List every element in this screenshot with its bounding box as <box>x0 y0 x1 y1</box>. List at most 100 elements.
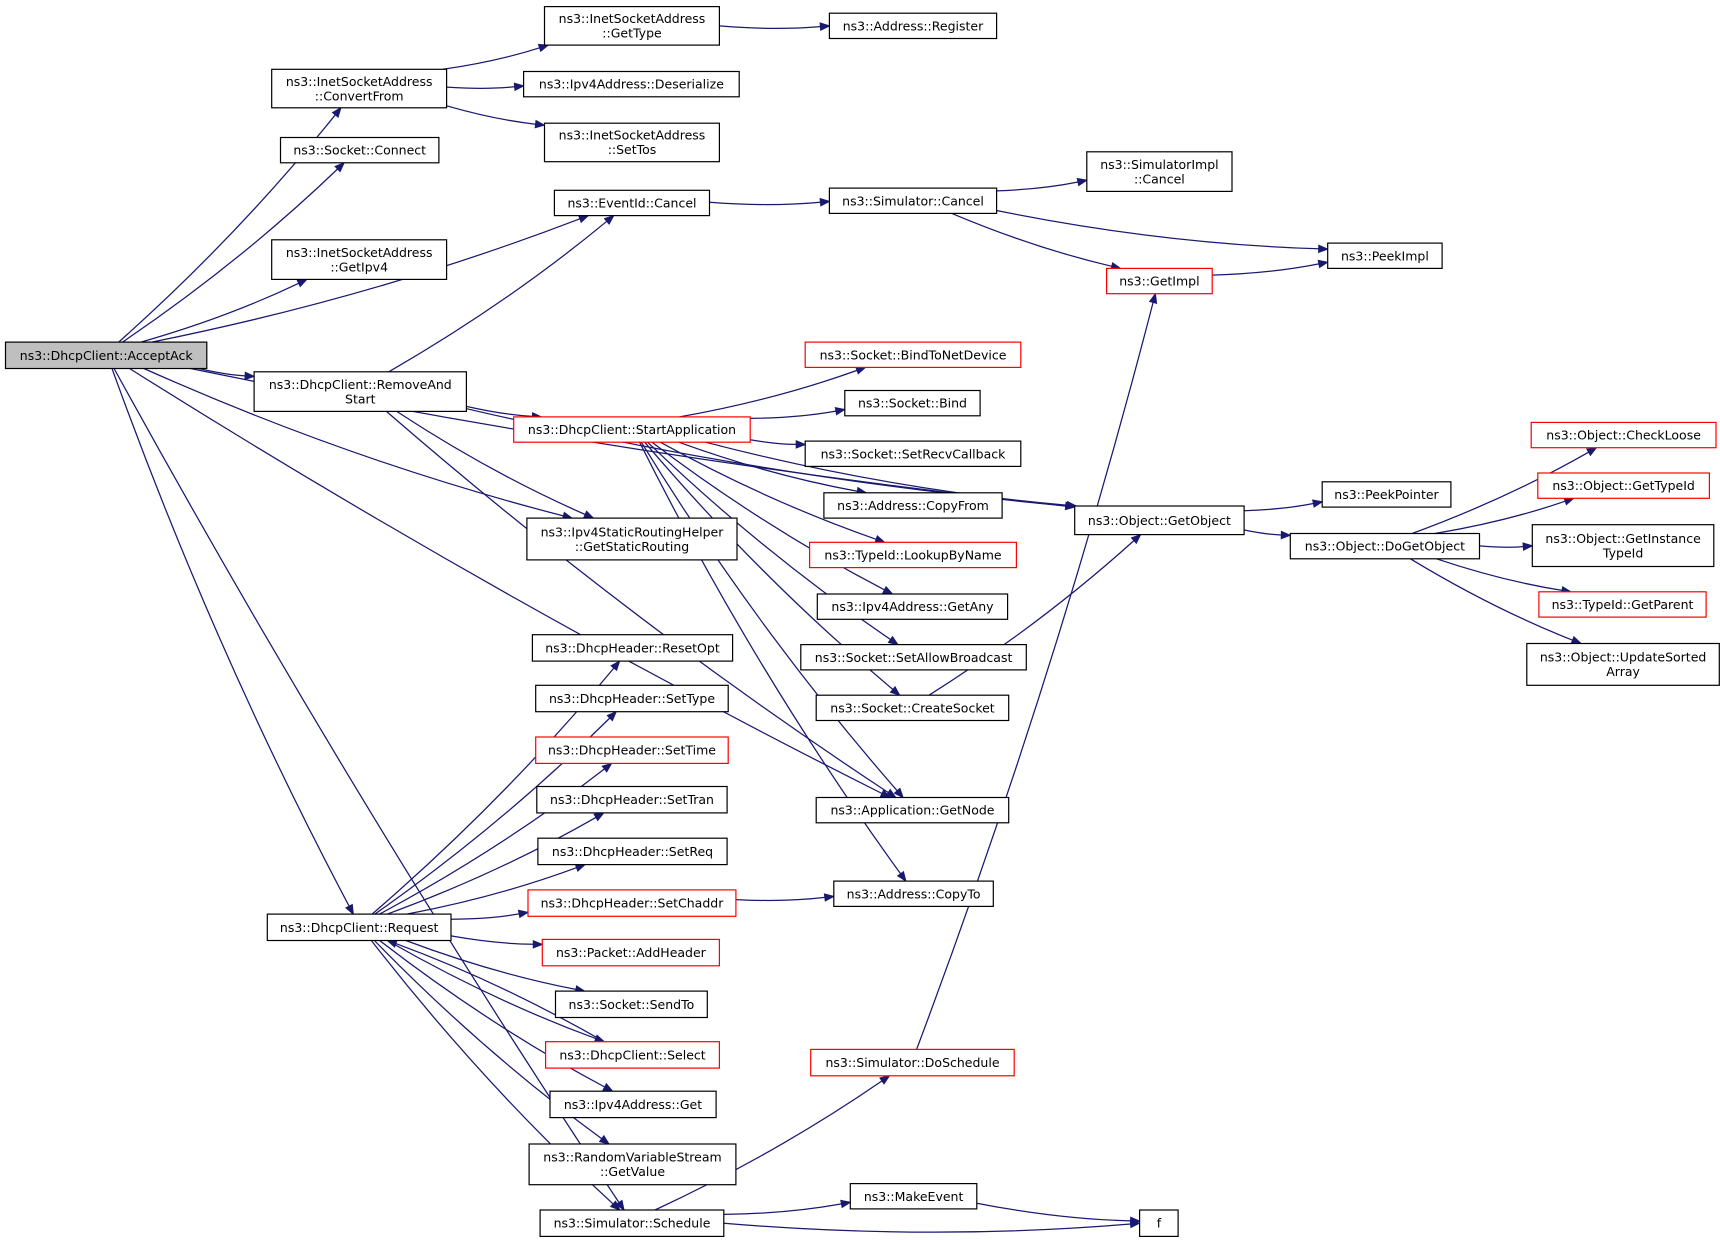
node-socket-bind[interactable]: ns3::Socket::Bind <box>844 389 981 417</box>
node-addr-copyfrom[interactable]: ns3::Address::CopyFrom <box>823 492 1003 519</box>
node-ipv4-getany[interactable]: ns3::Ipv4Address::GetAny <box>816 593 1009 620</box>
node-label: TypeId <box>1602 545 1643 560</box>
node-box <box>828 12 998 40</box>
node-setchaddr[interactable]: ns3::DhcpHeader::SetChaddr <box>527 889 737 917</box>
node-box <box>535 736 729 764</box>
edge-dogetobject-to-checkloose <box>1411 447 1598 535</box>
node-obj-gettypeid[interactable]: ns3::Object::GetTypeId <box>1537 472 1711 499</box>
node-inet-convertfrom[interactable]: ns3::InetSocketAddress::ConvertFrom <box>271 68 448 109</box>
node-sim-schedule[interactable]: ns3::Simulator::Schedule <box>539 1209 725 1237</box>
node-rvs-getvalue[interactable]: ns3::RandomVariableStream::GetValue <box>528 1143 737 1186</box>
edge-inet_convertfrom-to-ipv4_deserialize <box>446 82 525 92</box>
node-box <box>539 1209 725 1237</box>
node-box <box>1321 481 1452 508</box>
node-box <box>526 517 738 561</box>
node-inet-settos[interactable]: ns3::InetSocketAddress::SetTos <box>543 122 720 163</box>
node-sendto[interactable]: ns3::Socket::SendTo <box>554 990 708 1019</box>
node-box <box>543 5 720 46</box>
edge-removeandstart-to-eventid_cancel <box>388 214 615 373</box>
node-setreq[interactable]: ns3::DhcpHeader::SetReq <box>537 837 728 866</box>
edge-removeandstart-to-getstaticrouting <box>396 410 595 519</box>
node-sim-cancel[interactable]: ns3::Simulator::Cancel <box>828 187 998 215</box>
node-box <box>1086 151 1233 193</box>
node-label: ::GetStaticRouting <box>575 539 689 554</box>
node-settran[interactable]: ns3::DhcpHeader::SetTran <box>536 785 728 814</box>
node-ipv4-deserialize[interactable]: ns3::Ipv4Address::Deserialize <box>522 70 740 98</box>
node-box <box>279 136 440 164</box>
node-box <box>1526 642 1720 686</box>
edge-inet_gettype-to-addr_register <box>719 22 831 31</box>
node-bindtonetdevice[interactable]: ns3::Socket::BindToNetDevice <box>804 341 1022 369</box>
node-resetopt[interactable]: ns3::DhcpHeader::ResetOpt <box>531 634 734 662</box>
node-inet-getipv4[interactable]: ns3::InetSocketAddress::GetIpv4 <box>271 239 448 281</box>
node-f[interactable]: f <box>1138 1209 1179 1237</box>
node-dogetobject[interactable]: ns3::Object::DoGetObject <box>1289 532 1481 560</box>
node-addr-register[interactable]: ns3::Address::Register <box>828 12 998 40</box>
edge-removeandstart-to-app_getnode <box>385 410 897 799</box>
node-makeevent[interactable]: ns3::MakeEvent <box>849 1182 978 1210</box>
node-label: ::ConvertFrom <box>315 88 404 103</box>
node-eventid-cancel[interactable]: ns3::EventId::Cancel <box>553 189 711 217</box>
node-getstaticrouting[interactable]: ns3::Ipv4StaticRoutingHelper::GetStaticR… <box>526 517 738 561</box>
node-label: ns3::Simulator::Schedule <box>554 1216 711 1231</box>
node-startapplication[interactable]: ns3::DhcpClient::StartApplication <box>513 416 751 443</box>
node-box <box>553 189 711 217</box>
node-label: ns3::DhcpHeader::SetChaddr <box>541 896 725 911</box>
node-box <box>513 416 751 443</box>
node-label: ns3::Address::CopyFrom <box>837 498 989 513</box>
node-addr-copyto[interactable]: ns3::Address::CopyTo <box>833 880 994 907</box>
node-box <box>1327 242 1443 270</box>
node-peekpointer[interactable]: ns3::PeekPointer <box>1321 481 1452 508</box>
node-box <box>1074 505 1245 536</box>
node-settime[interactable]: ns3::DhcpHeader::SetTime <box>535 736 729 764</box>
node-label: ns3::Object::GetObject <box>1088 513 1231 528</box>
node-request[interactable]: ns3::DhcpClient::Request <box>266 913 452 942</box>
node-label: ns3::Simulator::Cancel <box>842 193 984 208</box>
node-settype[interactable]: ns3::DhcpHeader::SetType <box>535 684 729 713</box>
node-ipv4-get[interactable]: ns3::Ipv4Address::Get <box>549 1090 717 1119</box>
node-box <box>541 938 720 967</box>
node-box <box>1530 421 1717 449</box>
node-label: ns3::Address::CopyTo <box>847 886 981 901</box>
node-typeid-lookup[interactable]: ns3::TypeId::LookupByName <box>808 541 1017 569</box>
edge-createsocket-to-obj_getobject <box>928 533 1142 696</box>
edge-sim_schedule-to-makeevent <box>723 1199 852 1216</box>
node-box <box>537 837 728 866</box>
edge-request-to-addheader <box>450 935 544 949</box>
edge-accept_ack-to-sim_schedule <box>113 368 625 1212</box>
node-label: ns3::Ipv4StaticRoutingHelper <box>541 524 725 539</box>
node-socket-connect[interactable]: ns3::Socket::Connect <box>279 136 440 164</box>
node-label: ns3::Socket::SetRecvCallback <box>821 446 1006 461</box>
node-setrecvcallback[interactable]: ns3::Socket::SetRecvCallback <box>804 440 1022 468</box>
node-inet-gettype[interactable]: ns3::InetSocketAddress::GetType <box>543 5 720 46</box>
node-label: ns3::TypeId::GetParent <box>1552 597 1694 612</box>
node-createsocket[interactable]: ns3::Socket::CreateSocket <box>815 694 1010 722</box>
node-label: ns3::Address::Register <box>843 18 984 33</box>
edge-accept_ack-to-removeandstart <box>198 367 256 381</box>
node-box <box>810 1048 1015 1077</box>
node-checkloose[interactable]: ns3::Object::CheckLoose <box>1530 421 1717 449</box>
node-box <box>253 371 468 412</box>
node-setallowbroadcast[interactable]: ns3::Socket::SetAllowBroadcast <box>800 643 1027 671</box>
node-label: ns3::EventId::Cancel <box>567 196 696 211</box>
node-doschedule[interactable]: ns3::Simulator::DoSchedule <box>810 1048 1015 1077</box>
edge-obj_getobject-to-dogetobject <box>1243 529 1292 540</box>
node-accept-ack[interactable]: ns3::DhcpClient::AcceptAck <box>4 341 208 370</box>
node-peekimpl[interactable]: ns3::PeekImpl <box>1327 242 1443 270</box>
node-addheader[interactable]: ns3::Packet::AddHeader <box>541 938 720 967</box>
node-simimpl-cancel[interactable]: ns3::SimulatorImpl::Cancel <box>1086 151 1233 193</box>
node-getimpl[interactable]: ns3::GetImpl <box>1105 267 1213 295</box>
node-select[interactable]: ns3::DhcpClient::Select <box>544 1041 720 1069</box>
node-box <box>528 1143 737 1186</box>
node-app-getnode[interactable]: ns3::Application::GetNode <box>815 796 1010 824</box>
node-typeid-getparent[interactable]: ns3::TypeId::GetParent <box>1538 591 1707 618</box>
edge-startapplication-to-socket_bind <box>750 406 847 420</box>
edge-sim_cancel-to-getimpl <box>951 212 1122 271</box>
node-label: ns3::Object::GetTypeId <box>1552 478 1695 493</box>
node-obj-getobject[interactable]: ns3::Object::GetObject <box>1074 505 1245 536</box>
node-label: ns3::Socket::Bind <box>858 396 967 411</box>
